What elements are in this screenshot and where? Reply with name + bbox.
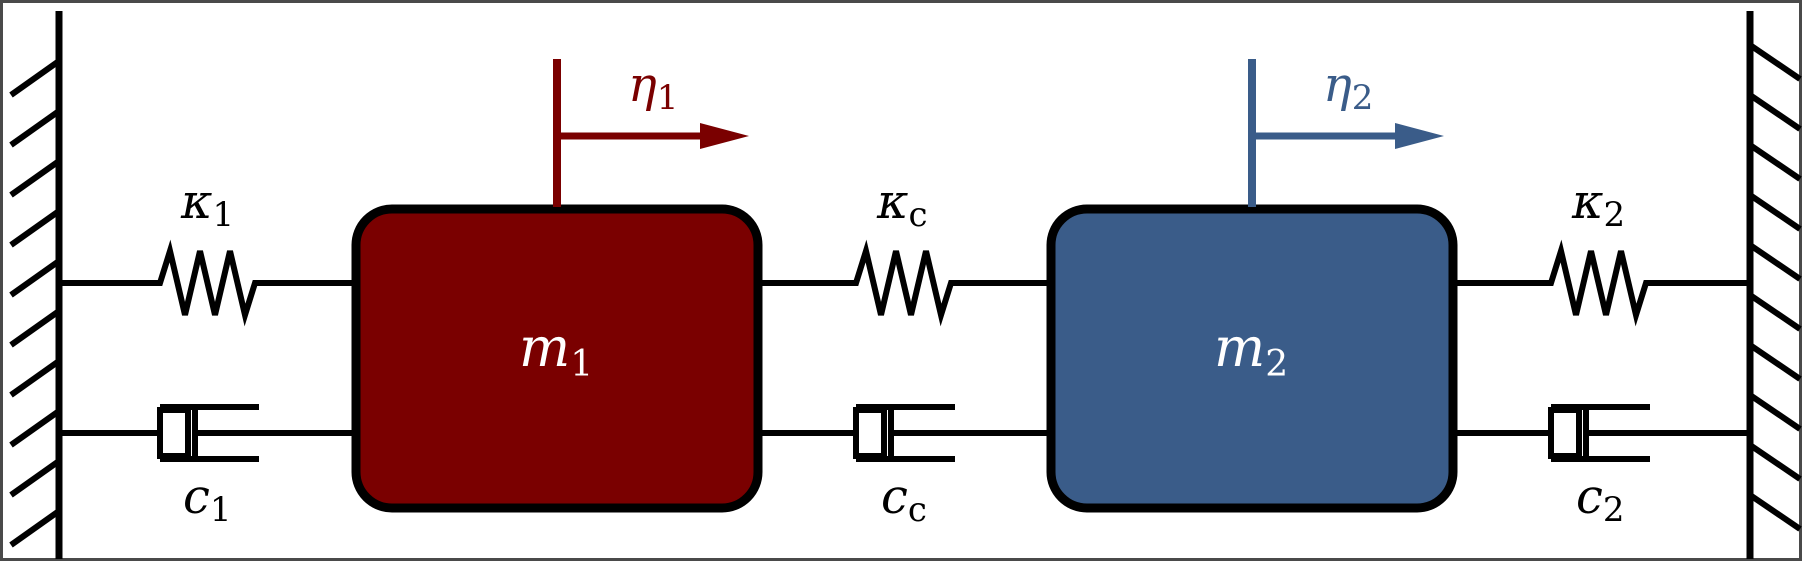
displacement-arrow-eta1	[553, 59, 749, 207]
label-kappa1: κ1	[180, 174, 234, 235]
displacement-arrow-eta2	[1248, 59, 1444, 207]
label-eta1: η1	[628, 57, 678, 118]
spring-kappac	[761, 239, 1050, 327]
left-wall	[9, 11, 63, 559]
label-c2: c2	[1576, 469, 1625, 530]
right-wall	[1746, 11, 1802, 559]
label-kappac: κc	[876, 174, 928, 235]
damper-cc	[761, 404, 1050, 462]
label-eta2: η2	[1323, 57, 1373, 118]
label-c1: c1	[183, 469, 232, 530]
mass-spring-damper-diagram: κ1 κc κ2 c1 cc c2 m1 m2 η1 η2	[9, 11, 1802, 559]
damper-c1	[59, 404, 355, 462]
label-m1: m1	[519, 316, 593, 385]
label-kappa2: κ2	[1571, 174, 1625, 235]
mass-1-block	[351, 204, 763, 513]
label-cc: cc	[881, 469, 927, 530]
spring-kappa1	[59, 239, 355, 327]
damper-c2	[1455, 404, 1750, 462]
mass-2-block	[1046, 204, 1458, 513]
label-m2: m2	[1214, 316, 1288, 385]
spring-kappa2	[1455, 239, 1750, 327]
